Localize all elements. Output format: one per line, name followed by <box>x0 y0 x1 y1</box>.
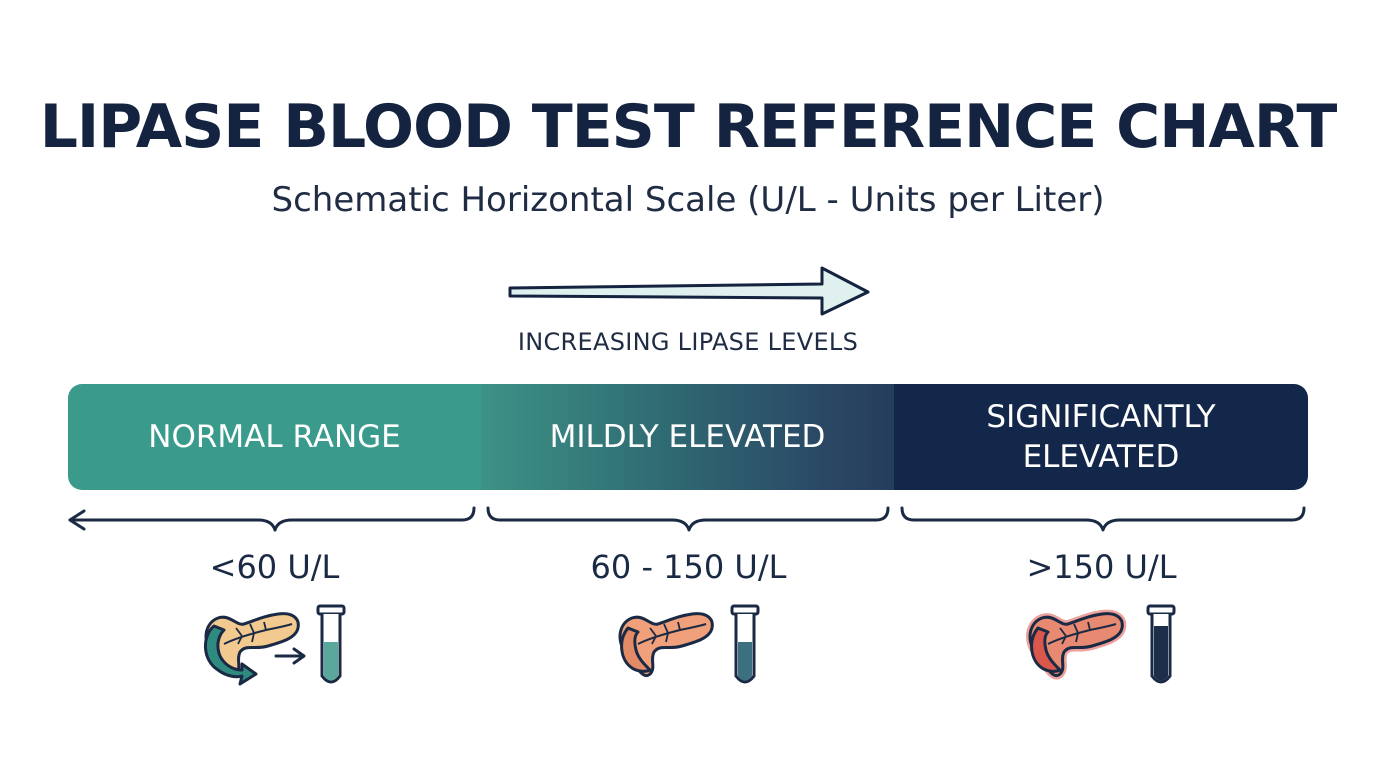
pancreas-icon <box>204 612 300 686</box>
significant-icon-group <box>1020 598 1180 694</box>
segment-mildly-elevated: MILDLY ELEVATED <box>481 384 894 490</box>
direction-label: INCREASING LIPASE LEVELS <box>517 328 859 356</box>
test-tube-icon <box>316 604 346 684</box>
segment-normal-range: NORMAL RANGE <box>68 384 481 490</box>
mild-icon-group <box>610 598 770 694</box>
range-value-normal: <60 U/L <box>209 548 340 586</box>
arrow-left-icon <box>68 509 277 532</box>
segment-significantly-elevated: SIGNIFICANTLY ELEVATED <box>894 384 1308 490</box>
segment-label-normal: NORMAL RANGE <box>148 419 401 455</box>
test-tube-icon <box>730 604 760 684</box>
increasing-arrow-icon <box>508 266 870 316</box>
range-value-mild: 60 - 150 U/L <box>590 548 787 586</box>
reference-scale-bar: NORMAL RANGE MILDLY ELEVATED SIGNIFICANT… <box>68 384 1308 490</box>
normal-icon-group <box>196 598 356 694</box>
range-brackets <box>68 506 1306 532</box>
test-tube-icon <box>1146 604 1176 684</box>
pancreas-icon <box>1026 609 1127 680</box>
chart-subtitle: Schematic Horizontal Scale (U/L - Units … <box>271 180 1105 220</box>
segment-label-mild: MILDLY ELEVATED <box>549 419 826 455</box>
chart-title: LIPASE BLOOD TEST REFERENCE CHART <box>39 92 1338 162</box>
arrow-right-icon <box>274 647 306 665</box>
range-value-significant: >150 U/L <box>1026 548 1177 586</box>
segment-label-significant-line2: ELEVATED <box>1022 439 1180 475</box>
pancreas-icon <box>618 612 714 677</box>
segment-label-significant-line1: SIGNIFICANTLY <box>986 399 1216 435</box>
